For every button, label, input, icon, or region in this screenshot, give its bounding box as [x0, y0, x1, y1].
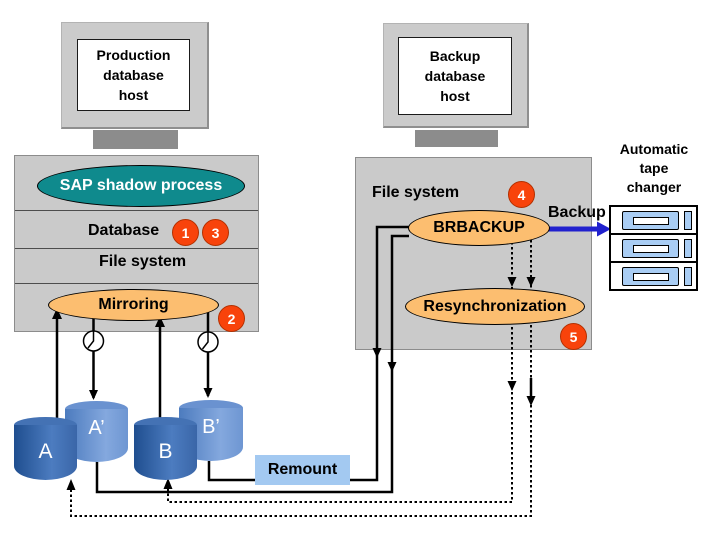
step-badge-1: 1 — [172, 219, 199, 246]
arrow-down-icon — [387, 362, 397, 372]
disk-a-label: A — [38, 440, 53, 463]
tape-drive-unit — [609, 205, 698, 235]
arrow-down-icon — [89, 390, 98, 400]
brbackup-ellipse: BRBACKUP — [408, 210, 550, 246]
cylinder-body — [14, 425, 77, 480]
file-system-label-left: File system — [99, 253, 187, 270]
backup-arrow-icon — [548, 221, 611, 237]
arrow-down-icon — [203, 388, 213, 398]
panel-divider — [15, 248, 258, 249]
resynchronization-ellipse: Resynchronization — [405, 288, 585, 325]
split-clock-icon — [197, 331, 219, 353]
remount-label: Remount — [267, 461, 338, 478]
tape-led-bar-icon — [684, 267, 692, 286]
disk-b-label: B — [158, 440, 173, 463]
production-host-label: Production database host — [96, 47, 171, 103]
tape-slot-icon — [632, 216, 669, 225]
tape-changer-label: Automatic tape changer — [619, 141, 689, 195]
database-label: Database — [88, 222, 160, 239]
step-badge-3: 3 — [202, 219, 229, 246]
tape-drive-unit — [609, 261, 698, 291]
tape-led-bar-icon — [684, 239, 692, 258]
arrow-down-icon — [372, 348, 382, 358]
tape-led-bar-icon — [684, 211, 692, 230]
disk-a-mirror-label: A’ — [88, 417, 105, 439]
disk-b-mirror-label: B’ — [202, 416, 220, 438]
step-badge-5: 5 — [560, 323, 587, 350]
tape-slot-icon — [632, 244, 669, 253]
production-host-screen: Production database host — [77, 39, 190, 111]
panel-divider — [15, 283, 258, 284]
arrow-up-icon — [52, 308, 62, 319]
panel-divider — [15, 210, 258, 211]
production-host-monitor: Production database host — [61, 22, 209, 129]
arrow-down-icon — [507, 381, 517, 391]
arrow-down-icon — [507, 277, 517, 287]
resynchronization-label: Resynchronization — [423, 297, 567, 315]
tape-cartridge-icon — [622, 239, 679, 258]
arrow-down-icon — [526, 277, 536, 287]
arrow-up-icon — [163, 478, 173, 489]
backup-host-screen: Backup database host — [398, 37, 512, 115]
disk-a: A — [14, 417, 77, 480]
sap-shadow-process-ellipse: SAP shadow process — [37, 165, 245, 207]
cylinder-body — [134, 425, 197, 480]
mirroring-ellipse: Mirroring — [48, 289, 219, 321]
dotted-line-resync-to-disk-a — [70, 230, 532, 517]
remount-tag: Remount — [255, 455, 350, 485]
tape-drive-unit — [609, 233, 698, 263]
backup-host-label: Backup database host — [424, 48, 486, 104]
step-badge-2: 2 — [218, 305, 245, 332]
step-badge-4: 4 — [508, 181, 535, 208]
dotted-line-resync-to-disk-b — [167, 232, 513, 503]
file-system-label-right: File system — [372, 184, 460, 201]
line-disk-a-mirror-to-brbackup — [95, 234, 409, 494]
mirroring-label: Mirroring — [98, 296, 169, 313]
arrow-up-icon — [155, 316, 165, 327]
disk-b: B — [134, 417, 197, 480]
arrow-down-icon — [526, 396, 536, 406]
backup-arrow-label: Backup — [548, 204, 606, 221]
monitor-stand — [415, 130, 498, 147]
tape-cartridge-icon — [622, 267, 679, 286]
monitor-stand — [93, 130, 178, 149]
tape-slot-icon — [632, 272, 669, 281]
tape-cartridge-icon — [622, 211, 679, 230]
arrow-up-icon — [66, 479, 76, 490]
brbackup-label: BRBACKUP — [433, 219, 525, 236]
line-disk-b-mirror-to-brbackup — [207, 225, 409, 482]
sap-shadow-process-label: SAP shadow process — [59, 177, 223, 194]
backup-host-monitor: Backup database host — [383, 23, 529, 128]
split-clock-icon — [82, 330, 105, 352]
